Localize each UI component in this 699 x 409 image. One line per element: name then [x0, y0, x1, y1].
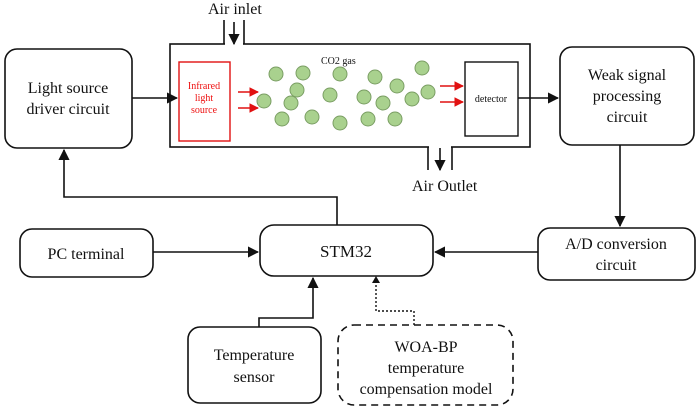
gas-particle: [322, 87, 338, 103]
gas-particle: [304, 109, 320, 125]
light-source-driver-box: [4, 48, 133, 149]
arrow-stm32-to-driver: [58, 148, 338, 225]
light-source-driver-label-2: driver circuit: [26, 101, 110, 118]
pc-terminal-box: [19, 228, 154, 278]
gas-particle: [420, 84, 436, 100]
temperature-sensor-label-1: Temperature: [214, 347, 295, 364]
stm32-label: STM32: [320, 242, 372, 261]
gas-particle: [332, 66, 348, 82]
gas-particle: [268, 66, 284, 82]
air-outlet-label: Air Outlet: [412, 178, 478, 195]
gas-particle: [289, 82, 305, 98]
stm32-box: [259, 224, 434, 277]
arrow-woa-bp-head: [372, 276, 380, 283]
gas-particle: [404, 91, 420, 107]
weak-signal-box: [559, 46, 695, 146]
ad-conversion-box: [537, 227, 696, 281]
woa-bp-label-2: temperature: [388, 360, 464, 377]
weak-signal-label-2: processing: [593, 88, 661, 105]
gas-particle: [375, 95, 391, 111]
temperature-sensor-box: [187, 326, 322, 404]
ad-conversion-label-1: A/D conversion: [565, 236, 667, 253]
weak-signal-label-1: Weak signal: [588, 67, 667, 84]
weak-signal-label-3: circuit: [607, 109, 648, 126]
gas-particles: [256, 60, 436, 131]
woa-bp-model-box: [337, 324, 514, 406]
infrared-label-2: light: [195, 93, 214, 104]
gas-particle: [389, 78, 405, 94]
air-inlet-label: Air inlet: [208, 1, 262, 18]
gas-label: CO2 gas: [321, 56, 356, 67]
gas-particle: [356, 89, 372, 105]
gas-particle: [332, 115, 348, 131]
gas-particle: [360, 111, 376, 127]
gas-particle: [283, 95, 299, 111]
infrared-label-3: source: [191, 105, 218, 116]
gas-particle: [295, 65, 311, 81]
gas-particle: [387, 111, 403, 127]
gas-particle: [256, 93, 272, 109]
detector: [464, 61, 519, 137]
pc-terminal-label: PC terminal: [48, 246, 125, 263]
light-source-driver-label-1: Light source: [28, 80, 108, 97]
woa-bp-label-3: compensation model: [360, 381, 493, 398]
infrared-label-1: Infrared: [188, 81, 220, 92]
gas-particle: [274, 111, 290, 127]
gas-particle: [414, 60, 430, 76]
infrared-light-source: [178, 61, 231, 142]
arrow-sensor-to-stm32: [258, 276, 319, 327]
arrow-woa-bp-to-stm32: [375, 281, 415, 325]
ad-conversion-label-2: circuit: [596, 257, 637, 274]
temperature-sensor-label-2: sensor: [234, 369, 276, 386]
detector-label: detector: [475, 94, 508, 105]
gas-particle: [367, 69, 383, 85]
woa-bp-label-1: WOA-BP: [394, 339, 457, 356]
